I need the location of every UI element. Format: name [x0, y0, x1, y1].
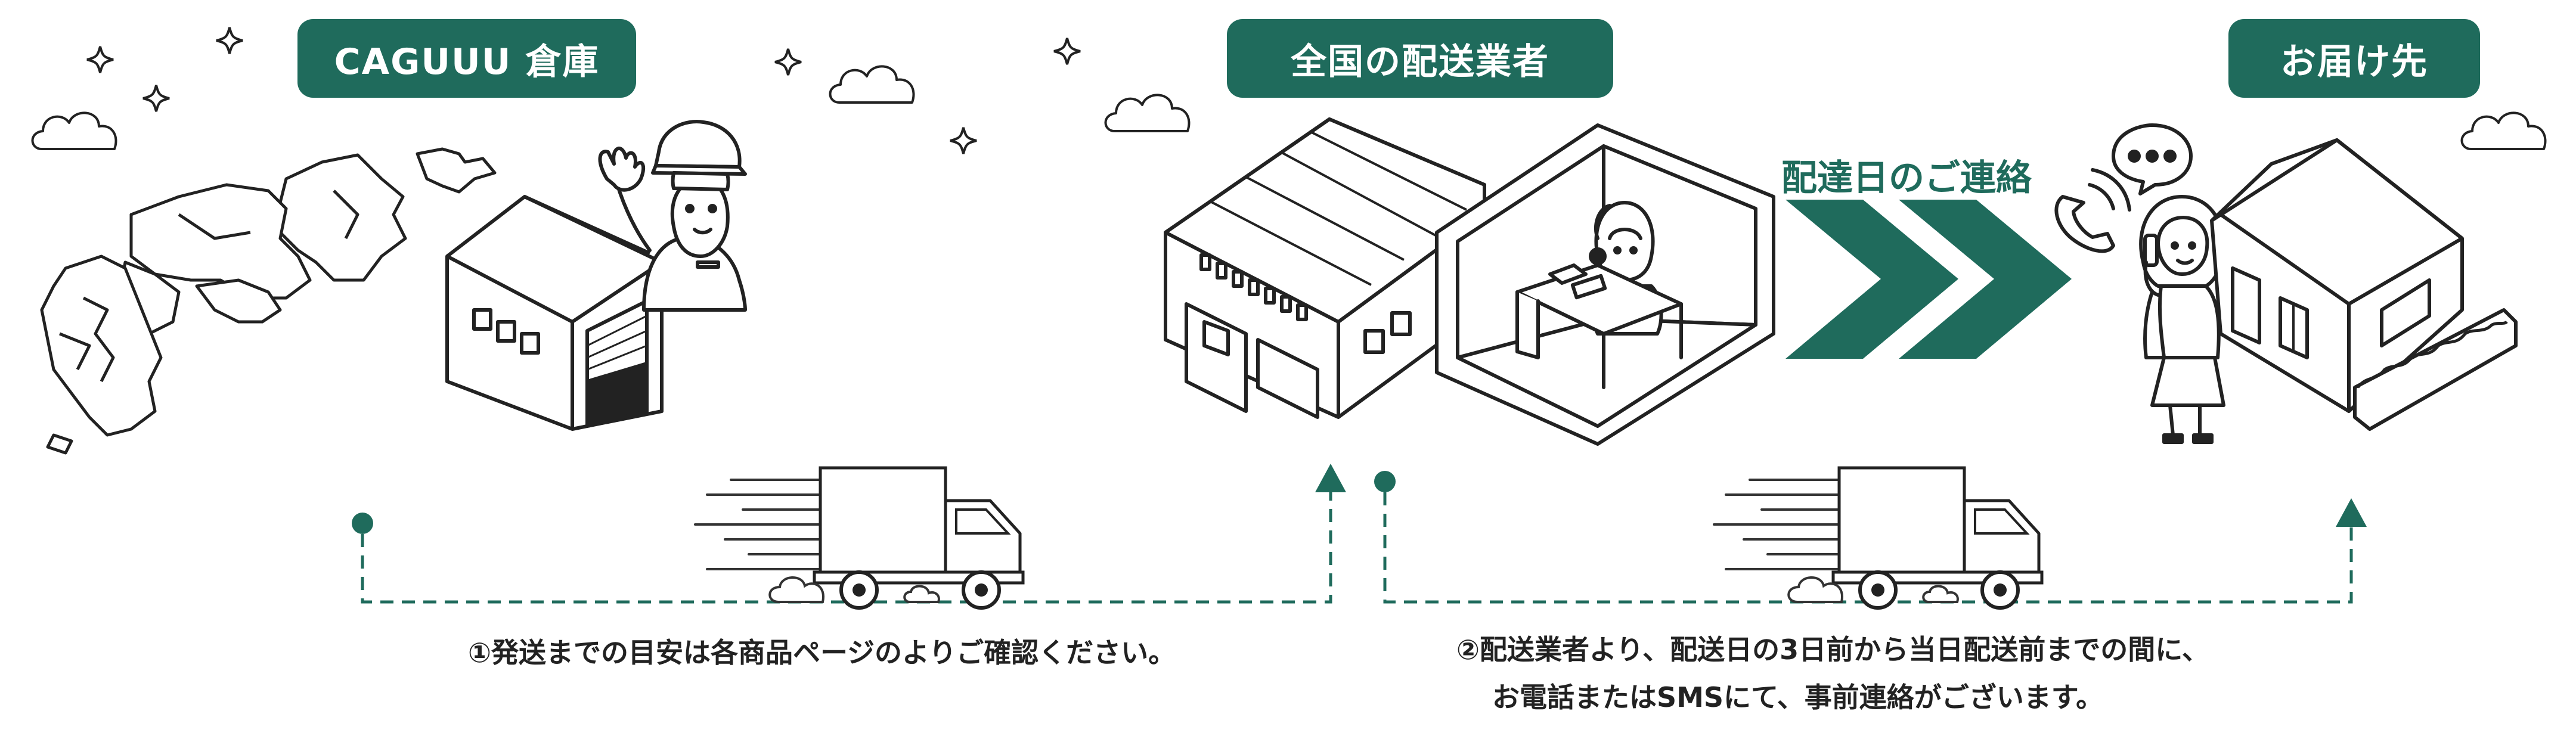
flow-connector-2: [1374, 471, 2367, 604]
cloud-icon: [31, 111, 117, 150]
chevron-right-icon: [1785, 200, 1958, 359]
note-2-line-1: ②配送業者より、配送日の3日前から当日配送前までの間に、: [1456, 634, 2209, 666]
phone-ringing-icon: [2054, 168, 2131, 253]
cloud-icon: [829, 65, 915, 104]
sparkle-icon: [142, 84, 171, 113]
note-2: ②配送業者より、配送日の3日前から当日配送前までの間に、 お電話またはSMSにて…: [1456, 626, 2209, 721]
depot-building-icon: [1164, 117, 1486, 419]
truck-icon: [1714, 468, 2042, 608]
stage-label-warehouse: CAGUUU 倉庫: [297, 19, 636, 98]
staff-waving-icon: [598, 120, 747, 312]
warehouse-icon: [445, 195, 664, 431]
note-1: ①発送までの目安は各商品ページのよりご確認ください。: [468, 629, 1176, 676]
note-2-line-2: お電話またはSMSにて、事前連絡がございます。: [1492, 681, 2104, 713]
sparkle-icon: [215, 26, 244, 55]
sparkle-icon: [774, 48, 802, 76]
contact-label: 配達日のご連絡: [1781, 157, 2032, 199]
stage-label-carrier: 全国の配送業者: [1227, 19, 1613, 98]
note-1-line-1: ①発送までの目安は各商品ページのよりご確認ください。: [468, 637, 1176, 669]
house-icon: [2210, 138, 2518, 431]
sparkle-icon: [86, 45, 114, 74]
speech-bubble-icon: [2112, 123, 2193, 195]
sparkle-icon: [949, 126, 978, 155]
cloud-icon: [2460, 111, 2547, 150]
operator-office-icon: [1435, 123, 1775, 446]
sparkle-icon: [1053, 37, 1081, 66]
truck-icon: [695, 468, 1023, 608]
japan-map-icon: [40, 147, 497, 455]
cloud-icon: [1104, 94, 1191, 132]
flow-connector-1: [352, 464, 1346, 604]
chevron-right-icon: [1899, 200, 2072, 359]
woman-on-phone-icon: [2139, 195, 2225, 444]
stage-label-destination: お届け先: [2228, 19, 2480, 98]
